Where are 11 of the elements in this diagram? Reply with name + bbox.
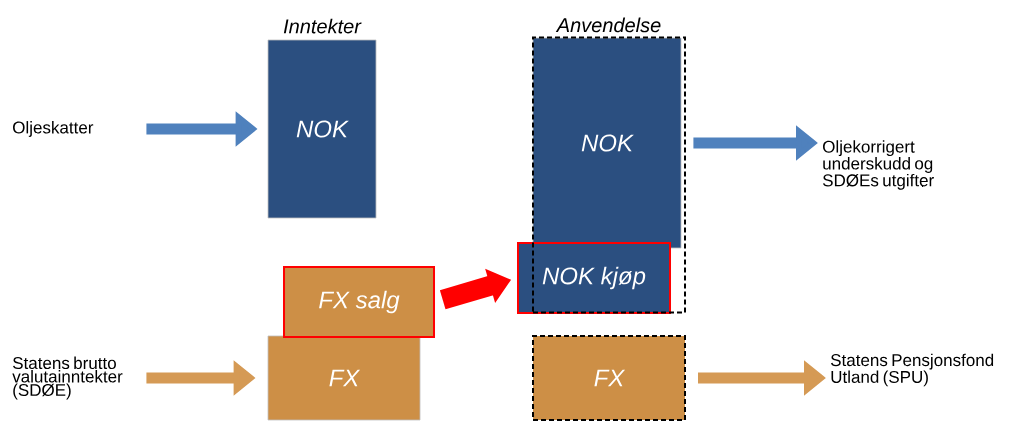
column-heading: Anvendelse (555, 17, 661, 33)
label-text: Oljeskatter (13, 121, 94, 137)
currency-box: FX (267, 335, 421, 421)
currency-box: FX salg (283, 266, 435, 338)
label-text: Statens brutto valutainntekter (SDØE) (12, 356, 123, 400)
column-heading: Inntekter (283, 18, 362, 34)
currency-box: NOK kjøp (517, 242, 671, 314)
label-text: Oljekorrigert underskudd og SDØEs utgifter (822, 140, 934, 190)
currency-box: FX (532, 335, 686, 421)
currency-box: NOK (267, 39, 377, 219)
label-text: Statens Pensjonsfond Utland (SPU) (830, 353, 994, 387)
